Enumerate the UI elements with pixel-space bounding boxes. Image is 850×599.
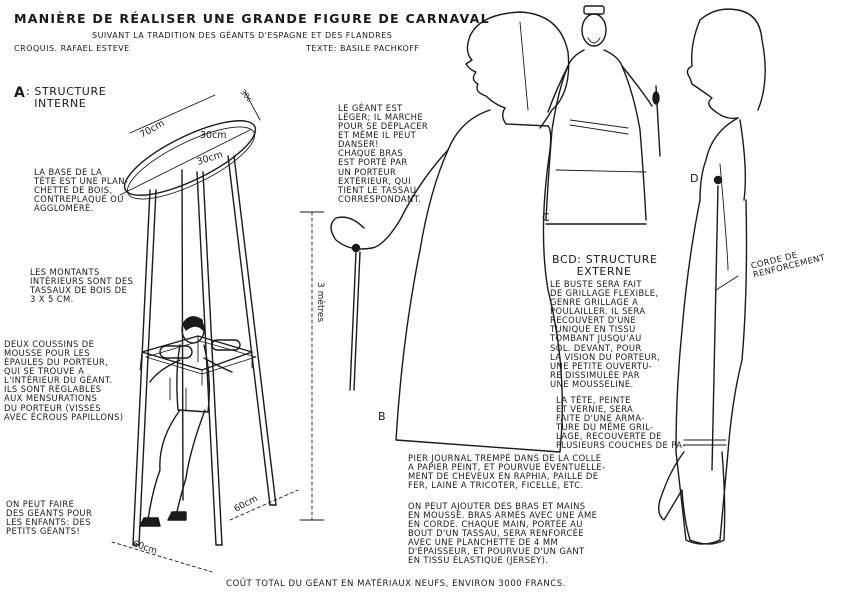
arm-rod-b [349, 251, 357, 391]
rod-knob-d [713, 175, 723, 185]
note-giant-light: LE GÉANT EST LÉGER; IL MARCHE POUR SE DÉ… [338, 103, 429, 204]
section-a-label: : STRUCTURE INTERNE [26, 85, 107, 110]
credit-text: TEXTE: BASILE PACHKOFF [306, 44, 420, 53]
top-width-label-b: 30cm [196, 149, 225, 168]
note-arms: ON PEUT AJOUTER DES BRAS ET MAINS EN MOU… [408, 501, 598, 566]
foam-cushion-right [211, 339, 241, 351]
internal-structure-frame: 3 mètres 70cm 30cm 30cm 30c 60cm 60cm [111, 88, 326, 573]
base-depth-label: 60cm [233, 494, 260, 515]
credit-sketches: CROQUIS. RAFAEL ESTEVE [14, 44, 130, 53]
figure-label-b: B [378, 410, 386, 423]
total-cost: COÛT TOTAL DU GÉANT EN MATÉRIAUX NEUFS, … [226, 579, 566, 589]
page-subtitle: SUIVANT LA TRADITION DES GÉANTS D'ESPAGN… [92, 31, 393, 40]
head-base-plank [123, 120, 257, 196]
note-paper: PIER JOURNAL TREMPÉ DANS DE LA COLLE A P… [408, 453, 606, 491]
note-head-base: LA BASE DE LA TÊTE EST UNE PLAN- CHETTE … [34, 167, 129, 214]
porter-figure [139, 316, 233, 527]
corde-line [711, 185, 719, 471]
rod-knob-b [351, 243, 361, 253]
note-bust: LE BUSTE SERA FAIT DE GRILLAGE FLEXIBLE,… [550, 279, 661, 389]
top-length-label: 70cm [138, 118, 167, 141]
top-thickness-label: 30c [238, 88, 254, 104]
section-bcd-label: BCD: STRUCTURE EXTERNE [552, 253, 658, 278]
note-children: ON PEUT FAIRE DES GÉANTS POUR LES ENFANT… [6, 499, 93, 537]
figure-label-c: C [542, 211, 550, 224]
page-title: MANIÈRE DE RÉALISER UNE GRANDE FIGURE DE… [14, 11, 490, 26]
giant-figure-d: D [657, 8, 766, 545]
note-cushions: DEUX COUSSINS DE MOUSSE POUR LES ÉPAULES… [4, 339, 124, 422]
upright-right-back [227, 155, 271, 506]
figure-label-d: D [690, 172, 698, 185]
section-a-letter: A [14, 85, 26, 101]
foam-cushion-left [159, 345, 193, 359]
base-width-label: 60cm [131, 539, 158, 556]
upright-left-front [132, 189, 151, 546]
head-base-plank-edge [126, 126, 256, 200]
height-label: 3 mètres [315, 282, 326, 322]
giant-figure-c: C [542, 5, 661, 225]
note-head-paint: LA TÊTE, PEINTE ET VERNIE, SERA FAITE D'… [556, 395, 686, 451]
top-width-label-a: 30cm [200, 130, 227, 141]
hand-d [657, 451, 726, 545]
note-uprights: LES MONTANTS INTÉRIEURS SONT DES TASSAUX… [30, 267, 134, 305]
giant-figure-b: B [330, 11, 570, 453]
